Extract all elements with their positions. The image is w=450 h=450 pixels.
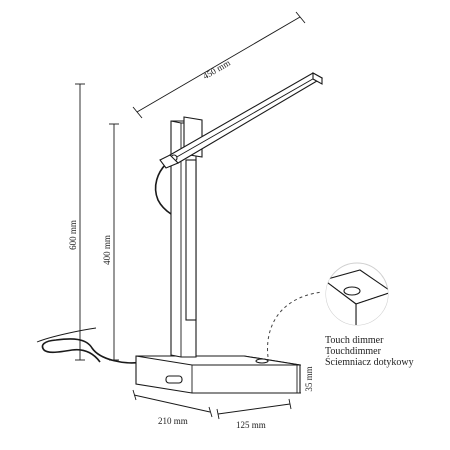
lamp-arm bbox=[159, 72, 324, 169]
base-height-label: 35 mm bbox=[304, 366, 314, 391]
base-width-tick-start bbox=[132, 389, 137, 401]
arm-cable bbox=[154, 163, 172, 215]
arm-joint bbox=[159, 154, 179, 169]
detail-front-face bbox=[326, 278, 357, 325]
arm-dimension-tick-start bbox=[132, 106, 143, 119]
total-height-label: 600 mm bbox=[68, 220, 78, 250]
usb-port bbox=[165, 375, 183, 384]
column-slot bbox=[185, 159, 197, 321]
base-width-dimension: 210 mm bbox=[132, 389, 213, 426]
arm-dimension-line bbox=[136, 16, 301, 113]
base-depth-label: 125 mm bbox=[236, 420, 266, 430]
column-height-dimension: 400 mm bbox=[102, 123, 119, 361]
touch-dimmer-button bbox=[255, 358, 269, 364]
arm-light-strip bbox=[174, 75, 319, 159]
base-depth-dimension: 125 mm bbox=[216, 398, 292, 430]
touch-dimmer-detail bbox=[325, 262, 389, 326]
arm-length-label: 450 mm bbox=[201, 58, 232, 82]
note-line-2: Touchdimmer bbox=[325, 346, 382, 357]
arm-end-cap bbox=[312, 72, 323, 85]
arm-dimension-tick-end bbox=[295, 11, 306, 24]
base-width-tick-end bbox=[208, 406, 213, 418]
base-depth-tick-end bbox=[288, 398, 292, 410]
column-height-label: 400 mm bbox=[102, 235, 112, 265]
lamp-base bbox=[135, 355, 301, 394]
note-line-3: Ściemniacz dotykowy bbox=[325, 356, 414, 368]
base-height-dimension: 35 mm bbox=[293, 364, 314, 394]
touch-dimmer-note: Touch dimmer Touchdimmer Ściemniacz doty… bbox=[325, 335, 414, 368]
detail-side-face bbox=[355, 291, 388, 325]
base-width-line bbox=[133, 394, 211, 413]
callout-leader bbox=[267, 291, 323, 358]
note-line-1: Touch dimmer bbox=[325, 335, 384, 346]
cable-loop-back bbox=[36, 327, 97, 343]
total-height-dimension: 600 mm bbox=[68, 83, 85, 361]
power-cable bbox=[41, 338, 144, 364]
base-depth-line bbox=[217, 403, 291, 415]
base-width-label: 210 mm bbox=[158, 416, 188, 426]
detail-dimmer-button bbox=[343, 286, 361, 296]
base-depth-tick-start bbox=[216, 408, 220, 420]
